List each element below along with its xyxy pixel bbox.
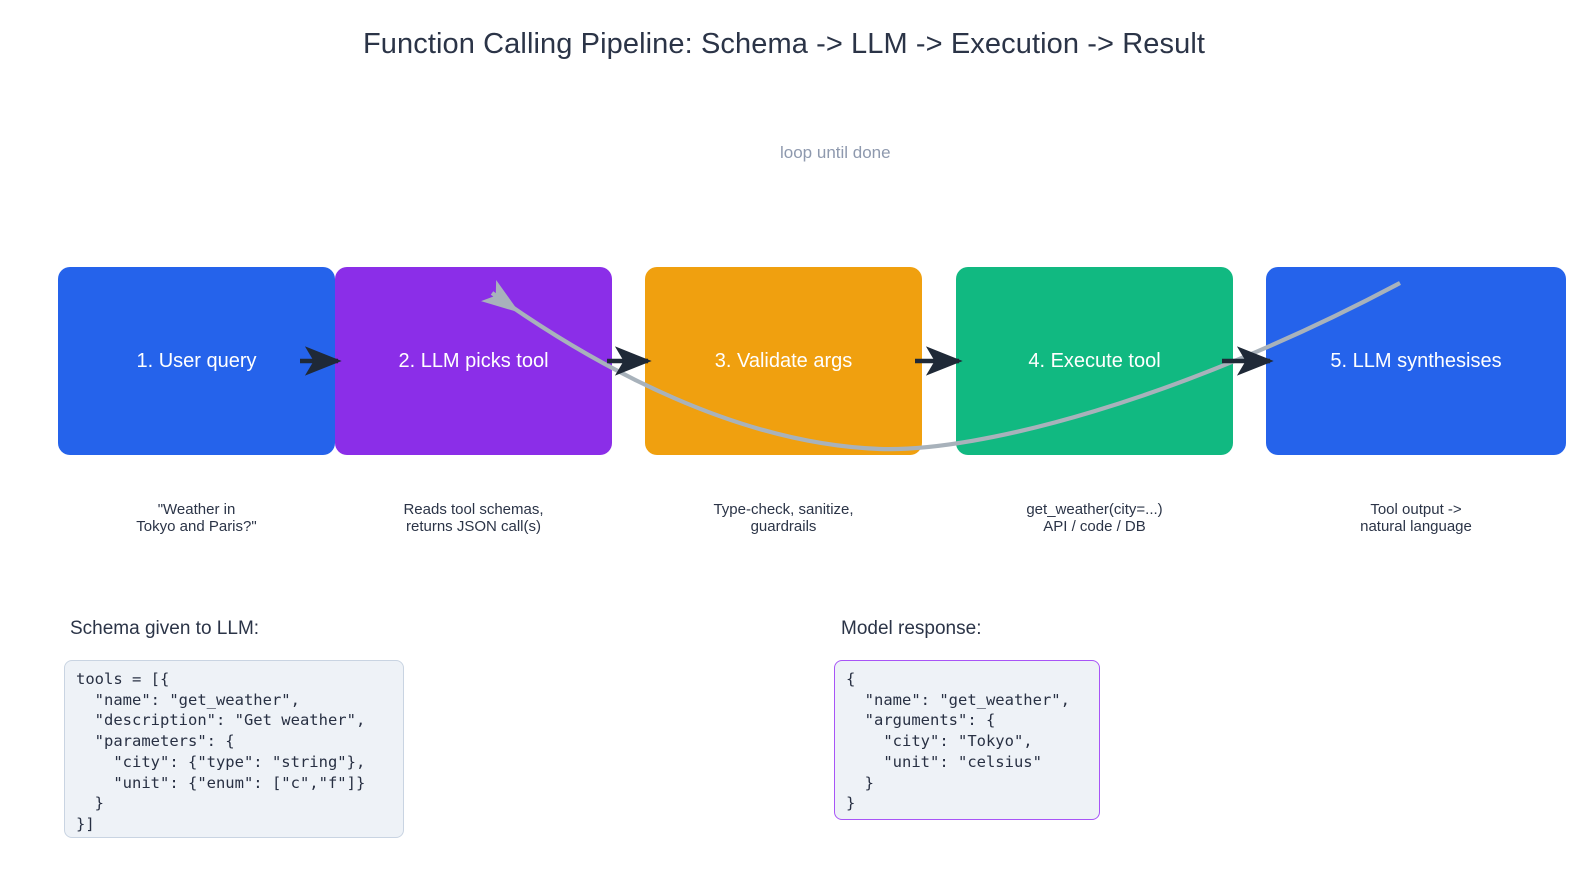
stage-label: 4. Execute tool <box>1028 349 1161 372</box>
stage-label: 1. User query <box>136 349 257 372</box>
stage-box-execute-tool[interactable]: 4. Execute tool <box>956 267 1233 455</box>
stage-label: 5. LLM synthesises <box>1330 349 1502 372</box>
stage-label: 3. Validate args <box>714 349 853 372</box>
stage-caption-llm-picks-tool: Reads tool schemas, returns JSON call(s) <box>403 501 544 535</box>
response-code-block[interactable]: { "name": "get_weather", "arguments": { … <box>834 660 1100 820</box>
schema-code-block[interactable]: tools = [{ "name": "get_weather", "descr… <box>64 660 404 838</box>
stage-caption-validate-args: Type-check, sanitize, guardrails <box>713 501 854 535</box>
stage-caption-user-query: "Weather in Tokyo and Paris?" <box>136 501 257 535</box>
stage-caption-execute-tool: get_weather(city=...) API / code / DB <box>1026 501 1163 535</box>
loop-back-arrow <box>481 279 1401 452</box>
schema-panel-heading: Schema given to LLM: <box>70 618 260 639</box>
stage-box-validate-args[interactable]: 3. Validate args <box>645 267 922 455</box>
stage-box-llm-synthesises[interactable]: 5. LLM synthesises <box>1266 267 1566 455</box>
loop-until-done-label: loop until done <box>780 143 891 162</box>
stage-caption-llm-synthesises: Tool output -> natural language <box>1360 501 1472 535</box>
stage-box-llm-picks-tool[interactable]: 2. LLM picks tool <box>335 267 612 455</box>
page-title: Function Calling Pipeline: Schema -> LLM… <box>362 28 1206 60</box>
response-panel-heading: Model response: <box>841 618 982 639</box>
stage-label: 2. LLM picks tool <box>398 349 549 372</box>
stage-box-user-query[interactable]: 1. User query <box>58 267 335 455</box>
